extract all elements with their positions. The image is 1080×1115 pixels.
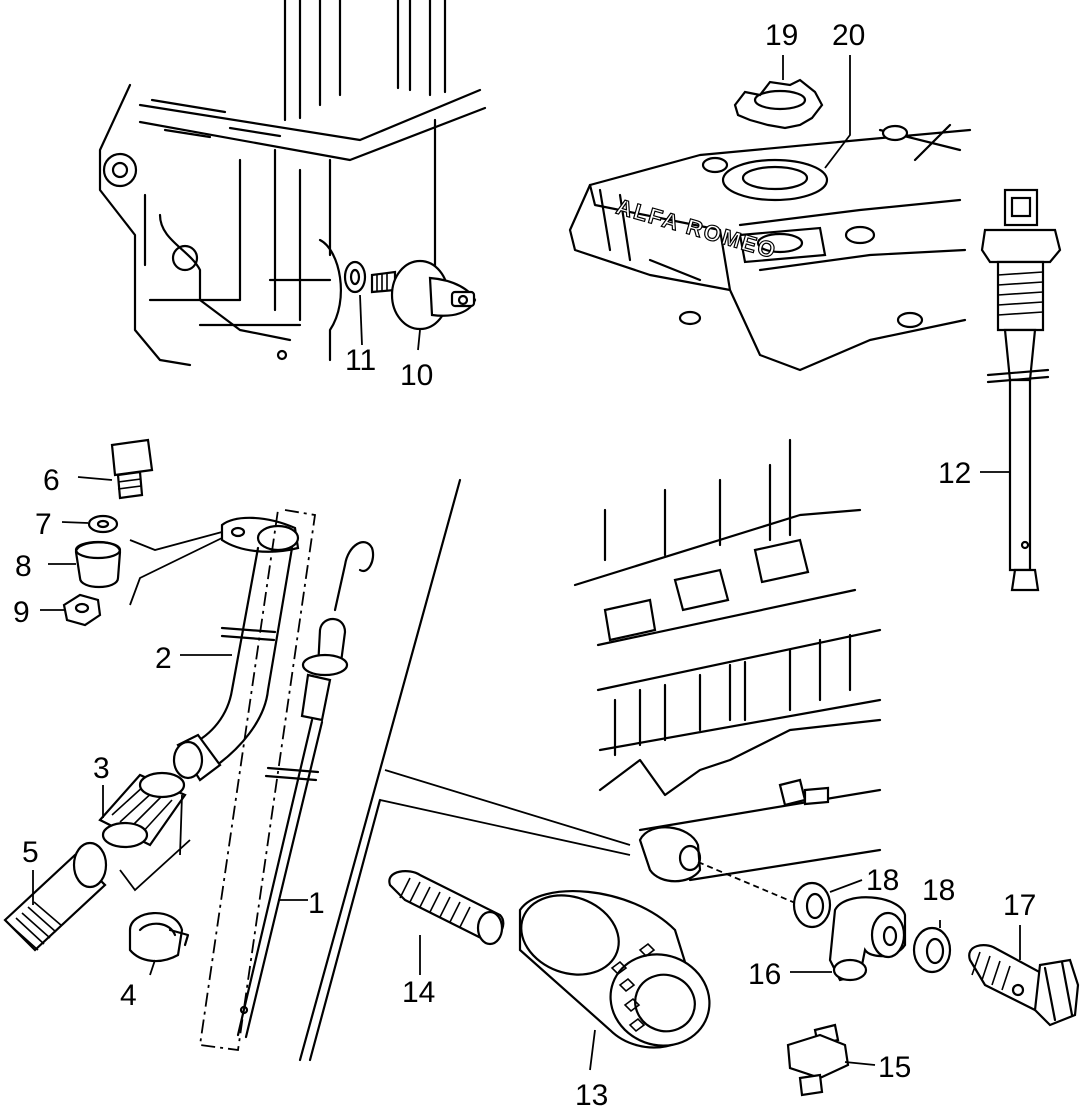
bracket-lines-tube — [129, 531, 223, 606]
part-5-pickup-pipe — [3, 841, 108, 952]
part-number-labels: 1 2 3 4 5 6 7 8 9 10 11 12 13 14 15 16 1… — [13, 19, 1036, 1112]
oil-feed-pointer — [379, 769, 631, 856]
part-7-lock-washer — [87, 514, 119, 534]
bracket-lines-screen — [119, 794, 191, 892]
part-12-temperature-sender — [980, 188, 1062, 592]
part-6-bolt — [110, 438, 154, 500]
label-part-18a: 18 — [866, 864, 899, 897]
leader-20 — [824, 55, 851, 169]
label-part-18b: 18 — [922, 874, 955, 907]
label-part-8: 8 — [15, 550, 32, 583]
part-19-oil-filler-cap — [733, 78, 824, 130]
leader-4 — [149, 959, 156, 976]
label-part-5: 5 — [22, 836, 39, 869]
label-part-17: 17 — [1003, 889, 1036, 922]
part-3-filter-screen — [98, 771, 187, 849]
part-13-oil-filter — [518, 890, 711, 1049]
part-18-union-washer-a — [792, 881, 832, 929]
label-part-12: 12 — [938, 457, 971, 490]
part-9-nut — [62, 593, 102, 627]
part-18-union-washer-b — [912, 926, 952, 974]
part-17-union-bolt — [968, 944, 1080, 1027]
label-part-4: 4 — [120, 979, 137, 1012]
leader-6 — [77, 476, 113, 481]
leader-13 — [589, 1029, 596, 1071]
label-part-15: 15 — [878, 1051, 911, 1084]
leader-11 — [359, 294, 363, 346]
part-1-dipstick — [236, 541, 375, 1039]
engine-block-lower-right — [573, 438, 882, 883]
part-10-oil-pressure-switch — [370, 259, 477, 331]
part-8-spacer — [74, 540, 122, 589]
label-part-7: 7 — [35, 508, 52, 541]
label-part-1: 1 — [308, 887, 325, 920]
label-part-2: 2 — [155, 642, 172, 675]
cover-lettering: ALFA ROMEO — [614, 194, 780, 264]
leader-18a — [829, 879, 863, 893]
label-part-6: 6 — [43, 464, 60, 497]
part-15-oil-pressure-sender — [786, 1023, 850, 1097]
part-20-filler-seal-ring — [721, 158, 829, 202]
label-part-10: 10 — [400, 359, 433, 392]
leader-7 — [61, 521, 89, 524]
union-axis-line — [697, 861, 801, 906]
label-part-9: 9 — [13, 596, 30, 629]
leader-15 — [844, 1061, 876, 1066]
part-16-union-fitting — [828, 896, 907, 982]
label-part-19: 19 — [765, 19, 798, 52]
label-part-20: 20 — [832, 19, 865, 52]
leader-10 — [417, 329, 421, 351]
dipstick-outline-phantom — [198, 509, 317, 1052]
part-14-filter-nipple — [388, 870, 505, 946]
label-part-11: 11 — [345, 344, 376, 377]
section-divider — [298, 478, 462, 1062]
engine-block-top-left — [98, 0, 487, 367]
label-part-13: 13 — [575, 1079, 608, 1112]
label-part-16: 16 — [748, 958, 781, 991]
label-part-14: 14 — [402, 976, 435, 1009]
part-11-sealing-washer — [343, 260, 367, 294]
part-2-dipstick-tube — [172, 516, 300, 782]
part-4-retaining-clip — [128, 912, 190, 963]
label-part-3: 3 — [93, 752, 110, 785]
